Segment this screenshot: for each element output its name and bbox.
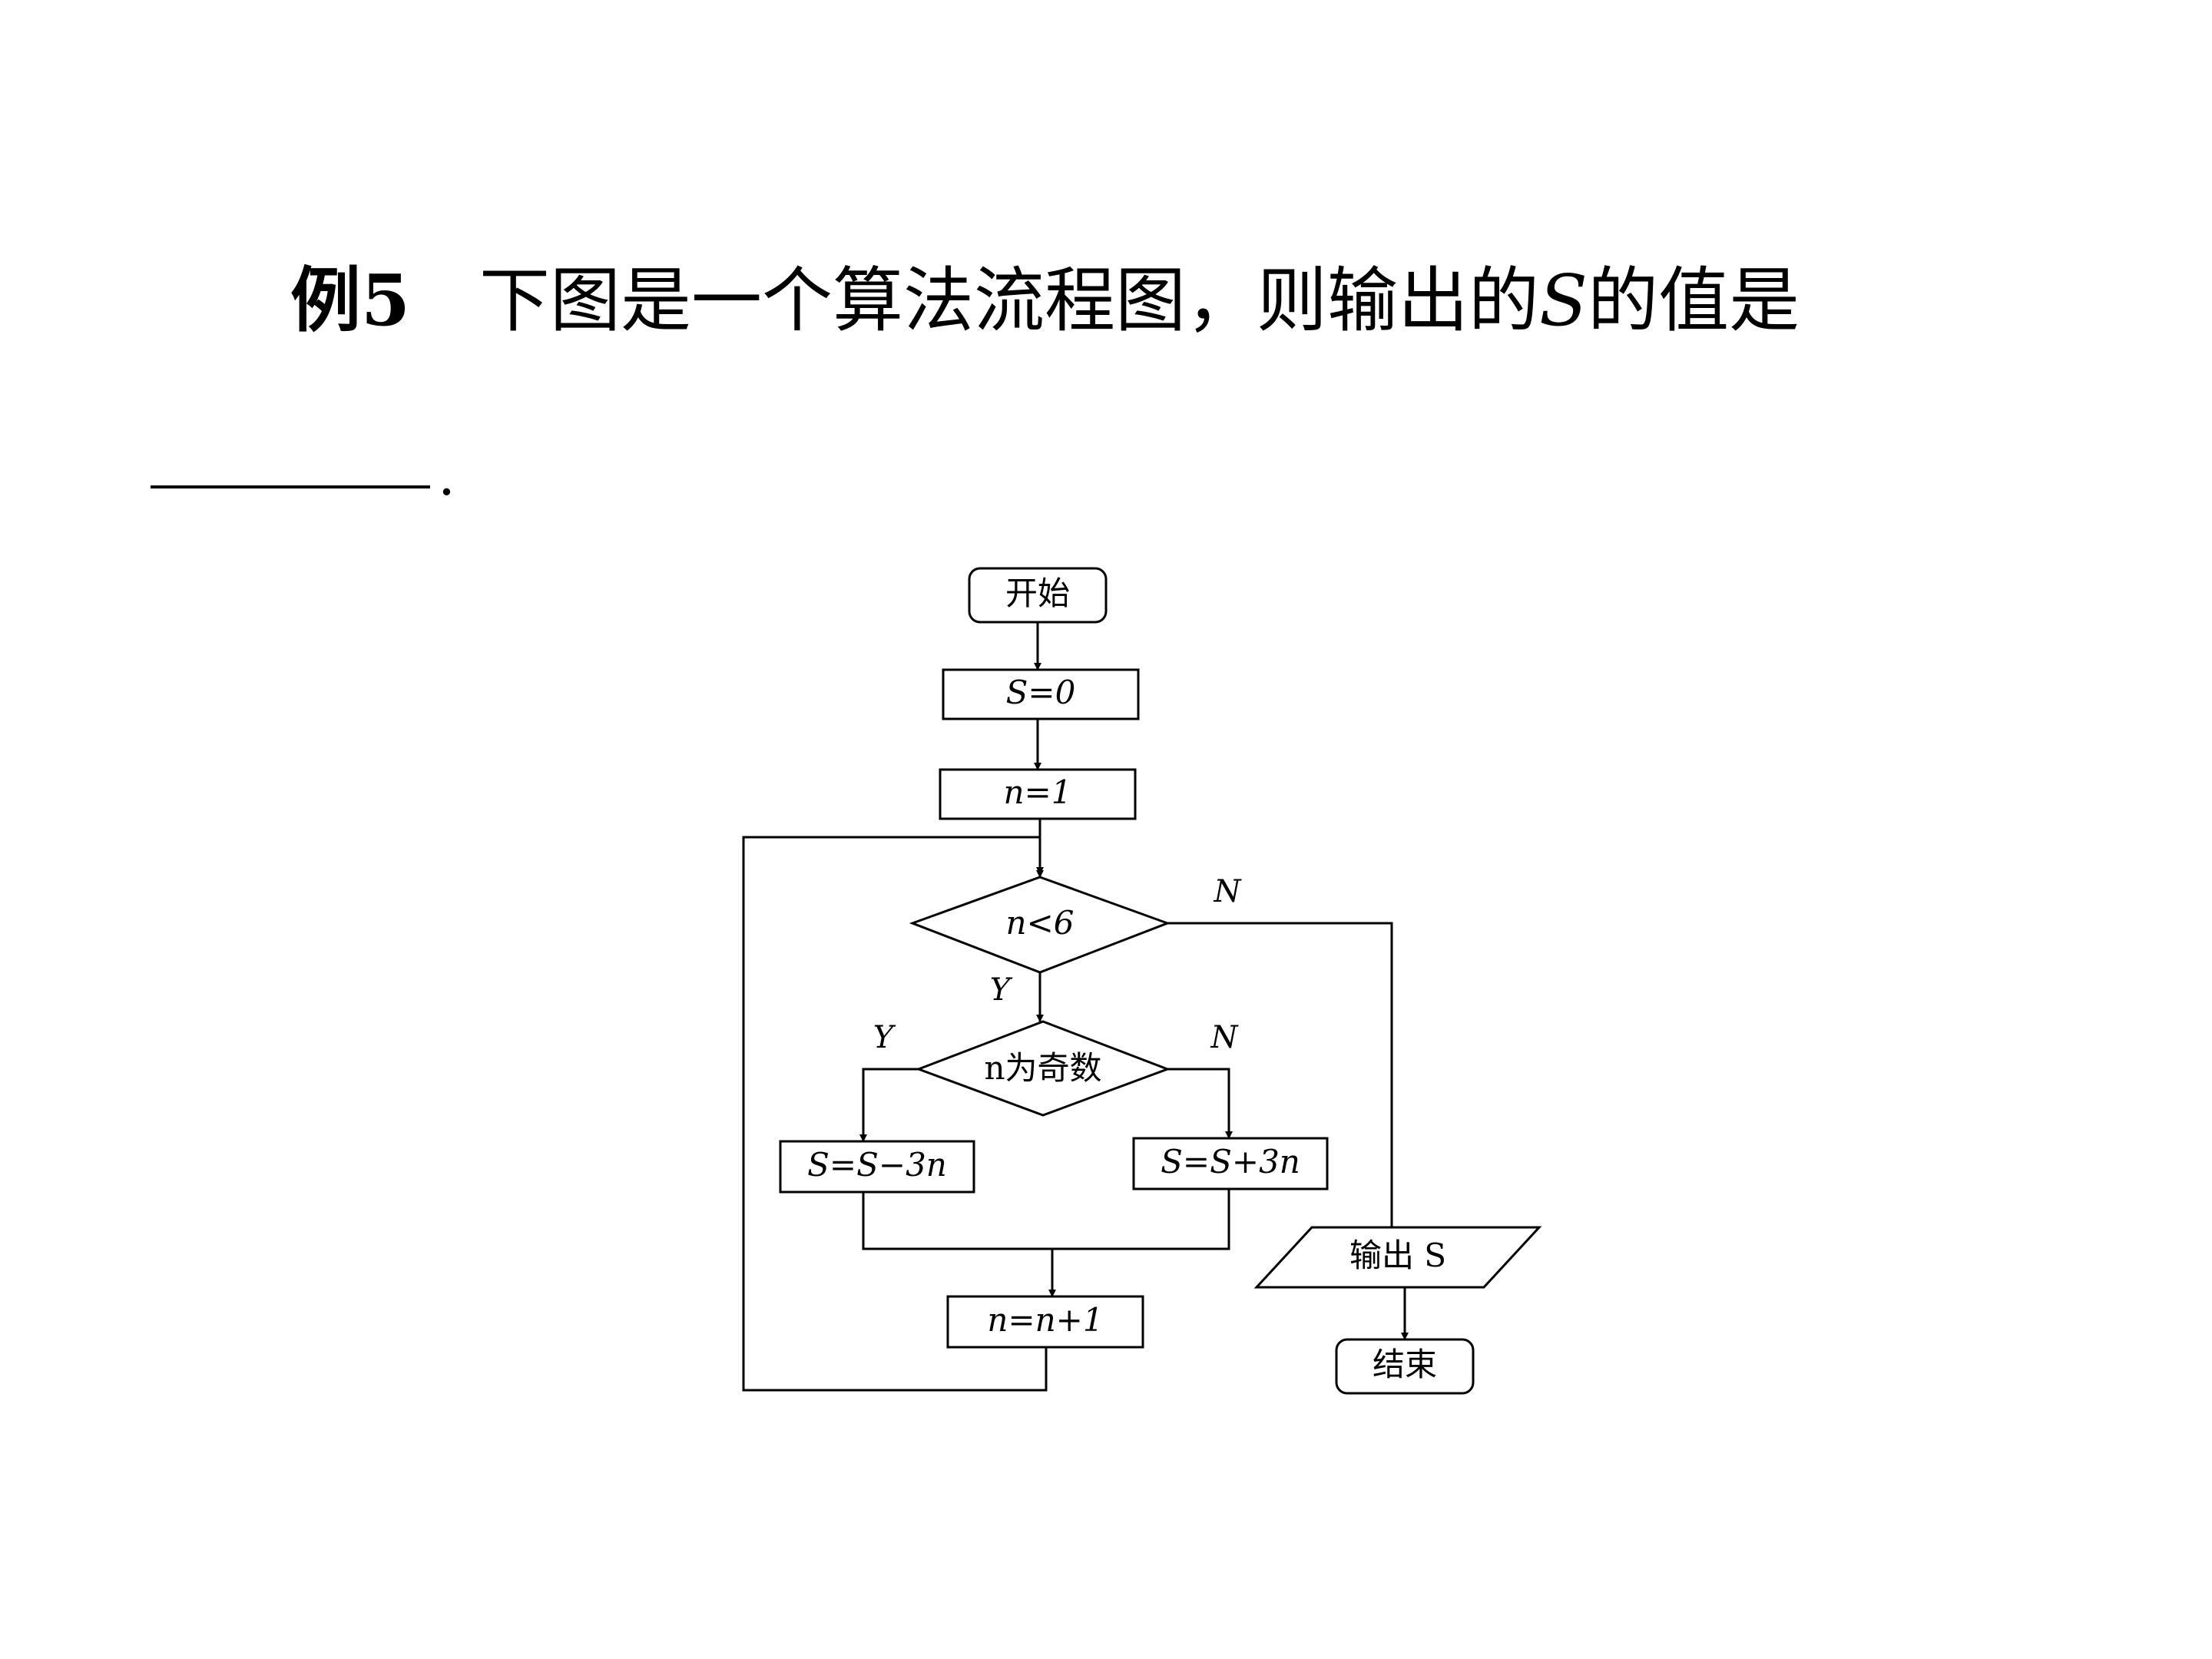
edge-odd-no — [1167, 1068, 1233, 1139]
problem-variable: S — [1539, 260, 1588, 342]
odd-no-label: N — [1210, 1020, 1240, 1055]
edge-loop-back — [742, 836, 1048, 1392]
loop-yes-label: Y — [990, 972, 1013, 1008]
init-n-label: n=1 — [1004, 773, 1072, 811]
problem-text-before: 下图是一个算法流程图，则输出的 — [479, 260, 1540, 342]
problem-text-after: 的值是 — [1588, 260, 1800, 342]
answer-blank[interactable] — [151, 424, 430, 488]
start-label: 开始 — [1005, 575, 1070, 612]
output-parallelogram — [1253, 1226, 1542, 1289]
sub-label: S=S−3n — [807, 1146, 947, 1184]
loop-condition-label: n<6 — [1006, 904, 1075, 942]
init-s-label: S=0 — [1006, 674, 1076, 711]
answer-end-mark: . — [438, 443, 455, 508]
problem-label: 例5 — [290, 259, 411, 342]
odd-condition-diamond — [915, 1020, 1171, 1117]
edge-odd-yes — [859, 1068, 919, 1142]
sub-box — [779, 1140, 975, 1194]
edge-sub-merge — [862, 1189, 1230, 1250]
odd-yes-label: Y — [873, 1020, 896, 1055]
output-label: 输出 S — [1349, 1237, 1446, 1274]
loop-no-label: N — [1214, 874, 1243, 909]
end-label: 结束 — [1373, 1346, 1437, 1383]
add-label: S=S+3n — [1161, 1143, 1300, 1181]
increment-label: n=n+1 — [987, 1301, 1103, 1339]
edge-loop-no — [1167, 922, 1393, 1227]
odd-condition-label: n为奇数 — [984, 1049, 1101, 1087]
